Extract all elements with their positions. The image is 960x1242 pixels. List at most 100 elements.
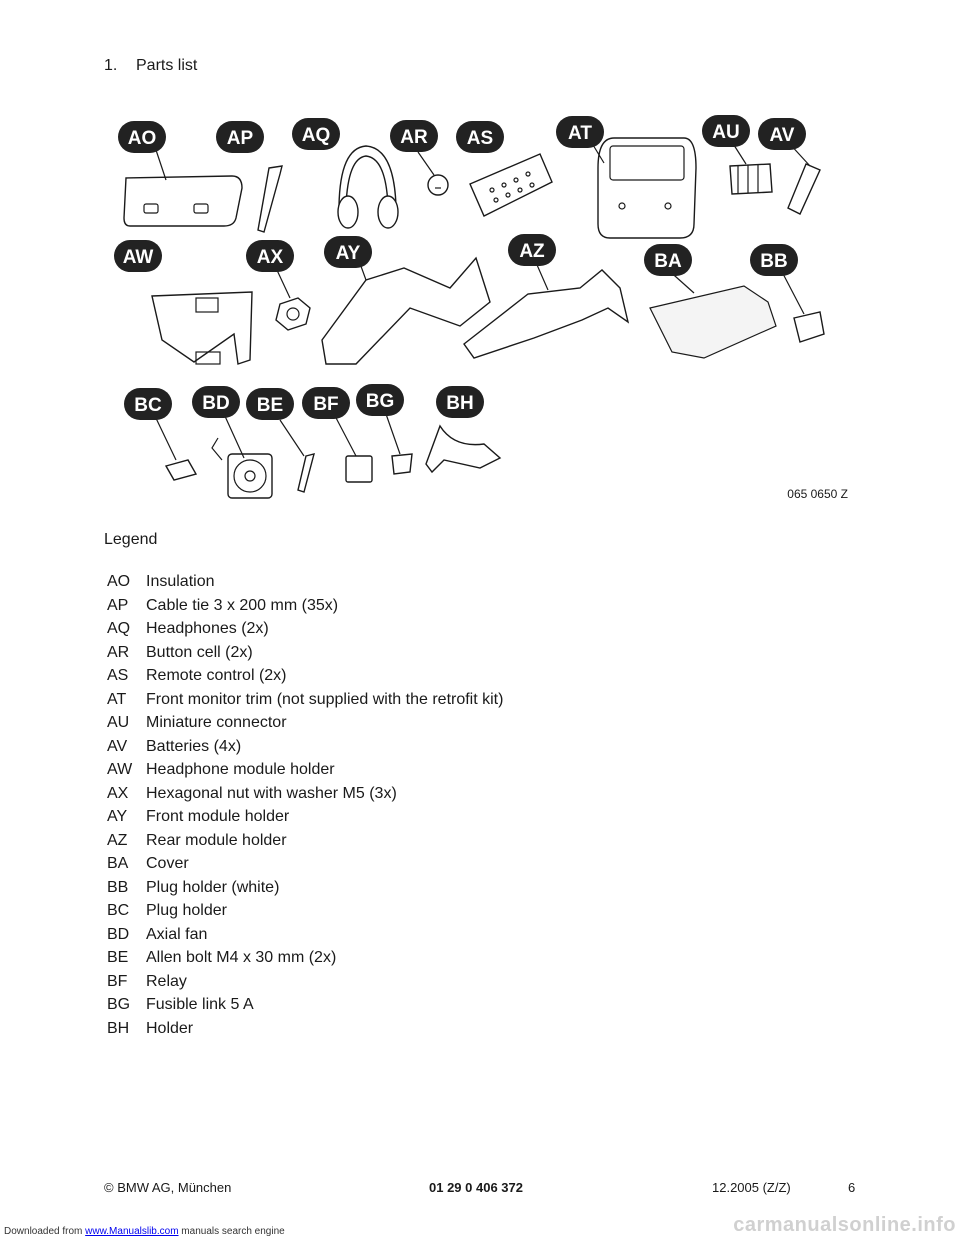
legend-item-text: Holder	[146, 1019, 194, 1037]
allen-bolt-part	[297, 453, 315, 493]
headphone-module-holder-part	[151, 291, 253, 365]
fusible-link-part	[391, 453, 413, 475]
legend-item-text: Headphones (2x)	[146, 620, 269, 637]
section-title-text: Parts list	[136, 57, 198, 74]
figure-label: BG	[366, 391, 395, 412]
figure-label: AU	[712, 122, 739, 143]
legend-item-code: BF	[107, 972, 128, 990]
figure-label: BE	[257, 395, 283, 416]
legend-item-code: AV	[107, 737, 128, 755]
cable-tie-part	[257, 165, 283, 233]
legend-item-code: BE	[107, 949, 129, 966]
rear-module-holder-part	[463, 269, 630, 359]
legend-item: BH Holder	[107, 1017, 503, 1041]
figure-label: BF	[313, 394, 338, 415]
legend-item: BD Axial fan	[107, 923, 503, 947]
legend-item-text: Relay	[146, 972, 187, 990]
legend-item: BE Allen bolt M4 x 30 mm (2x)	[107, 946, 503, 970]
manualslib-link[interactable]: www.Manualslib.com	[85, 1226, 179, 1237]
legend-item: AX Hexagonal nut with washer M5 (3x)	[107, 782, 503, 806]
legend-item-text: Fusible link 5 A	[146, 996, 254, 1013]
remote-control-part	[469, 153, 553, 217]
figure-label: BC	[134, 395, 162, 416]
parts-drawing: AO AP AQ AR AS AT AU AV AW AX AY AZ BA B…	[114, 115, 848, 501]
holder-part	[425, 424, 502, 474]
figure-code: 065 0650 Z	[787, 487, 848, 501]
figure-label: AV	[770, 125, 795, 146]
section-number: 1.	[104, 57, 118, 74]
footer-doc-number: 01 29 0 406 372	[429, 1180, 523, 1195]
legend-item-text: Miniature connector	[146, 714, 287, 731]
figure-label: AT	[568, 123, 592, 144]
legend-item-text: Cable tie 3 x 200 mm (35x)	[146, 596, 339, 614]
section-title: 1. Parts list	[104, 57, 197, 75]
download-note: Downloaded from www.Manualslib.com manua…	[4, 1226, 285, 1237]
figure-label: BA	[654, 251, 682, 272]
legend-item-code: AX	[107, 784, 129, 802]
footer-date: 12.2005 (Z/Z)	[712, 1180, 791, 1195]
download-suffix: manuals search engine	[178, 1226, 285, 1237]
figure-label: BD	[202, 393, 229, 414]
legend-item: AU Miniature connector	[107, 711, 503, 735]
legend-item-code: BA	[107, 855, 129, 872]
footer-page-number: 6	[848, 1180, 856, 1195]
watermark: carmanualsonline.info	[733, 1214, 956, 1236]
legend-item-code: BB	[107, 878, 129, 896]
legend-item-text: Rear module holder	[146, 831, 287, 849]
legend-item-text: Remote control (2x)	[146, 667, 287, 684]
legend-item-text: Batteries (4x)	[146, 737, 242, 755]
legend-item-code: AU	[107, 714, 130, 731]
parts-illustration: AO AP AQ AR AS AT AU AV AW AX AY AZ BA B…	[104, 108, 860, 508]
batteries-part	[787, 163, 821, 215]
button-cell-part	[427, 174, 449, 196]
axial-fan-part	[227, 453, 273, 499]
front-module-holder-part	[321, 256, 491, 365]
figure-label: AS	[467, 128, 493, 149]
legend-item: AP Cable tie 3 x 200 mm (35x)	[107, 594, 503, 618]
legend-item-code: AP	[107, 596, 129, 614]
legend-item-code: AT	[107, 690, 127, 708]
legend-heading: Legend	[104, 531, 158, 548]
legend-item-text: Plug holder	[146, 902, 227, 919]
legend-item-code: AR	[107, 643, 130, 661]
figure-label: BB	[760, 251, 787, 272]
legend-item: AZ Rear module holder	[107, 829, 503, 853]
legend-item-code: BH	[107, 1019, 130, 1037]
download-prefix: Downloaded from	[4, 1226, 86, 1237]
legend-item-code: AZ	[107, 831, 128, 849]
legend-item: BG Fusible link 5 A	[107, 993, 503, 1017]
legend-item: AV Batteries (4x)	[107, 735, 503, 759]
legend-item-text: Allen bolt M4 x 30 mm (2x)	[146, 949, 337, 966]
legend-item-code: AW	[107, 761, 133, 778]
figure-label: AW	[123, 247, 154, 268]
legend-item-code: AY	[107, 808, 128, 825]
legend-item-text: Insulation	[146, 573, 215, 590]
legend-item-code: BD	[107, 925, 130, 943]
legend-item-code: BG	[107, 996, 131, 1013]
legend-item-text: Hexagonal nut with washer M5 (3x)	[146, 784, 397, 802]
legend-item: AQ Headphones (2x)	[107, 617, 503, 641]
relay-part	[345, 455, 373, 483]
miniature-connector-part	[729, 163, 773, 195]
legend-item: AW Headphone module holder	[107, 758, 503, 782]
legend-item: BF Relay	[107, 970, 503, 994]
cover-part	[649, 285, 777, 359]
legend-item-text: Button cell (2x)	[146, 643, 253, 661]
insulation-part	[123, 175, 243, 227]
legend-item-text: Headphone module holder	[146, 761, 335, 778]
figure-label: AX	[257, 247, 284, 268]
legend-item-text: Axial fan	[146, 925, 208, 943]
legend-item-code: AQ	[107, 620, 131, 637]
legend-item: AR Button cell (2x)	[107, 641, 503, 665]
figure-label: AQ	[302, 125, 331, 146]
plug-holder-white-part	[793, 311, 825, 343]
plug-holder-part	[164, 459, 198, 481]
figure-label: BH	[446, 393, 473, 414]
